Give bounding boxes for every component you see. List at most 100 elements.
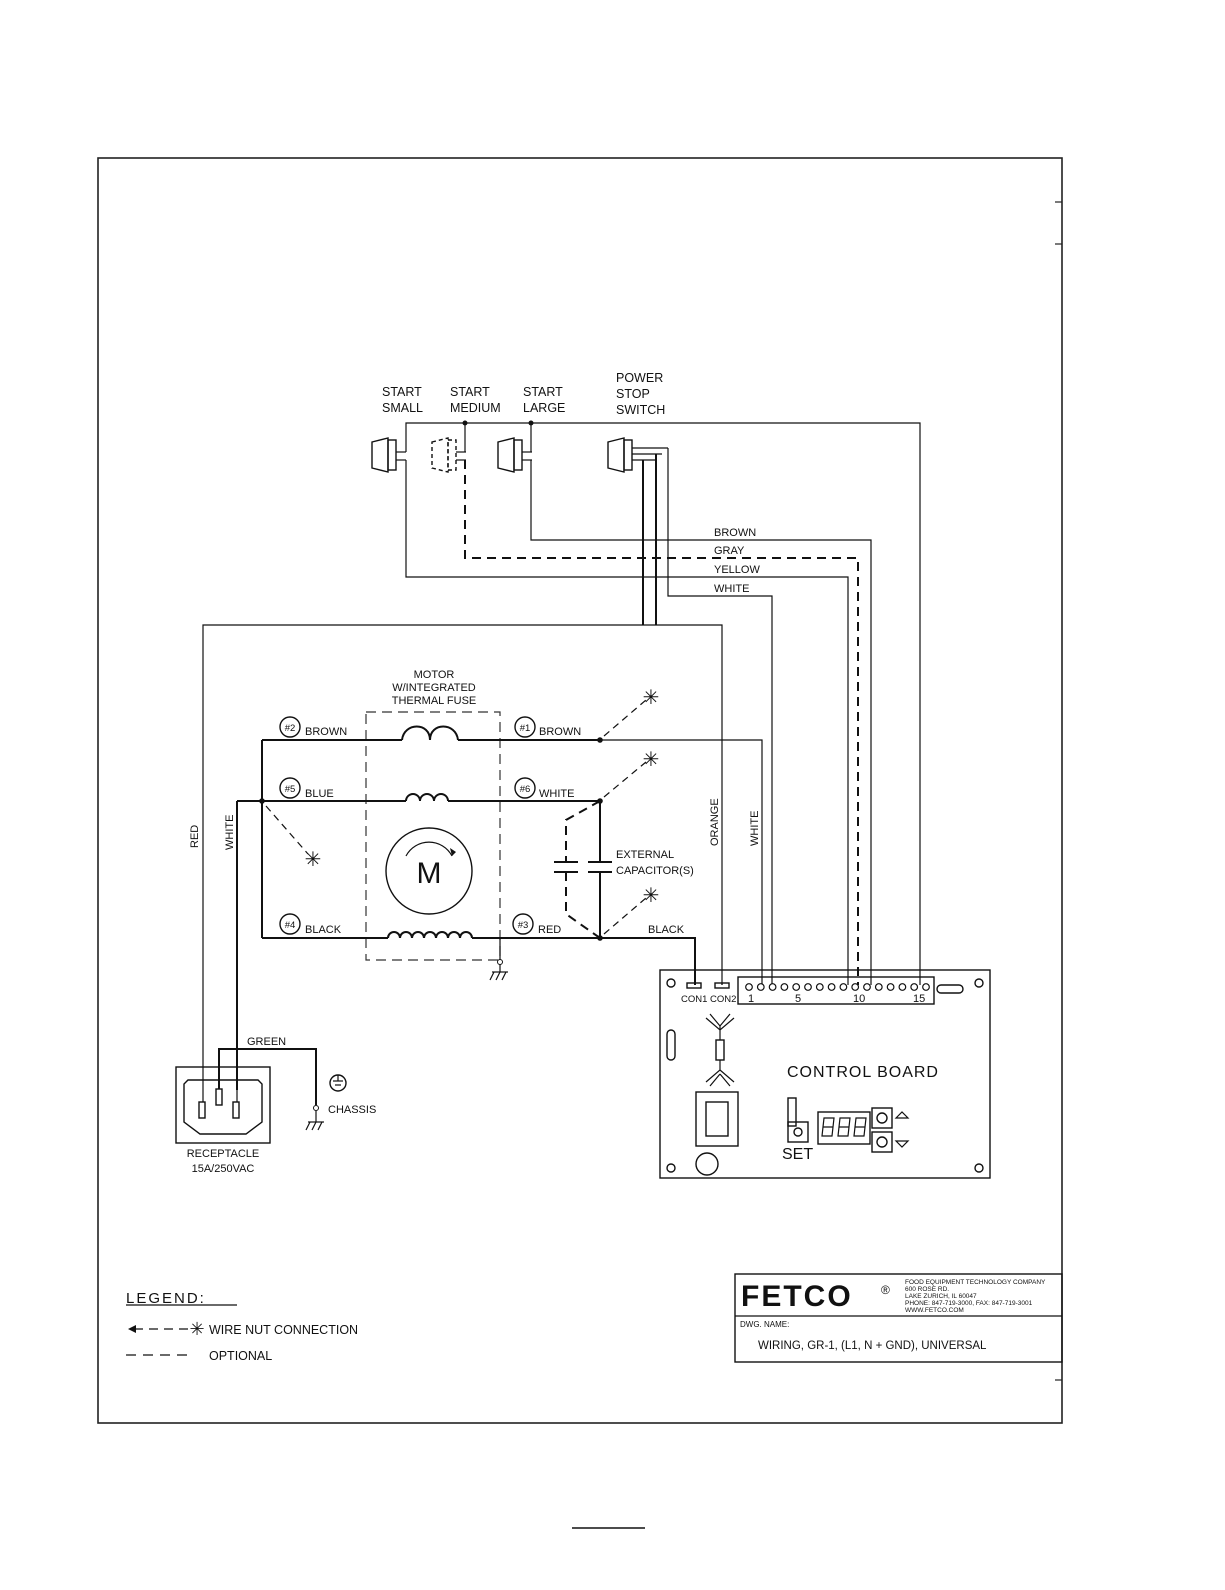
terminal-pin [910, 983, 919, 991]
pin-number-5: 5 [795, 993, 801, 1005]
company-line-3: LAKE ZURICH, IL 60047 [905, 1293, 977, 1300]
pin-number-15: 15 [913, 993, 925, 1005]
terminal-6-color: WHITE [539, 788, 574, 800]
orange-wire-label: ORANGE [709, 798, 721, 846]
terminal-5-num: #5 [285, 784, 296, 795]
start-small-label-2: SMALL [382, 401, 423, 415]
terminal-1-num: #1 [520, 723, 531, 734]
wire-nut-asterisk-icon: ✳ [603, 885, 660, 935]
dwg-name-label: DWG. NAME: [740, 1320, 789, 1329]
wire-label-brown: BROWN [714, 527, 756, 539]
receptacle-label-1: RECEPTACLE [187, 1148, 260, 1160]
terminal-pin [768, 983, 777, 991]
terminal-2-color: BROWN [305, 726, 347, 738]
coil-icon [387, 931, 473, 939]
con1-label: CON1 [681, 994, 707, 1005]
terminal-4-num: #4 [285, 920, 296, 931]
dwg-name-value: WIRING, GR-1, (L1, N + GND), UNIVERSAL [758, 1340, 987, 1352]
svg-text:✳: ✳ [643, 749, 660, 771]
terminal-pin [780, 983, 789, 991]
thermal-fuse-icon [401, 725, 459, 741]
terminal-pin [898, 983, 907, 991]
drawing-border [97, 157, 1063, 1424]
title-block: FETCO ® FOOD EQUIPMENT TECHNOLOGY COMPAN… [734, 1273, 1063, 1363]
arrow-up-icon [894, 1111, 910, 1119]
motor-title-1: MOTOR [414, 669, 455, 681]
ground-icon [489, 938, 508, 981]
chassis-label: CHASSIS [328, 1104, 376, 1116]
control-board-title: CONTROL BOARD [787, 1064, 939, 1081]
wire-nut-asterisk-icon: ✳ [265, 805, 322, 871]
terminal-1-color: BROWN [539, 726, 581, 738]
con2-label: CON2 [710, 994, 736, 1005]
white-wire-label-left: WHITE [224, 815, 236, 850]
power-stop-label-2: STOP [616, 387, 650, 401]
terminal-pins [745, 983, 930, 991]
start-small-label-1: START [382, 385, 422, 399]
capacitor-label-1: EXTERNAL [616, 849, 674, 861]
pin-number-1: 1 [748, 993, 754, 1005]
switch-labels: START SMALL START MEDIUM START LARGE POW… [382, 371, 665, 417]
wire-nut-asterisk-icon: ✳ [603, 687, 660, 737]
svg-text:✳: ✳ [643, 885, 660, 907]
svg-text:✳: ✳ [189, 1319, 204, 1339]
motor-blue-circuit [237, 793, 603, 938]
terminal-3-color: RED [538, 924, 561, 936]
terminal-2-num: #2 [285, 723, 296, 734]
power-stop-label-3: SWITCH [616, 403, 665, 417]
svg-text:✳: ✳ [643, 687, 660, 709]
terminal-5-color: BLUE [305, 788, 334, 800]
rocker-switch-icon [371, 437, 406, 473]
terminal-pin [874, 983, 883, 991]
receptacle-label-2: 15A/250VAC [192, 1163, 255, 1175]
capacitor-icon [554, 800, 612, 939]
terminal-pin [815, 983, 824, 991]
capacitor-label-2: CAPACITOR(S) [616, 865, 694, 877]
set-label: SET [782, 1146, 813, 1163]
wire-label-yellow: YELLOW [714, 564, 760, 576]
start-large-label-2: LARGE [523, 401, 565, 415]
pin-number-10: 10 [853, 993, 865, 1005]
motor-symbol: M [385, 827, 473, 915]
ground-icon [305, 1074, 347, 1131]
svg-text:✳: ✳ [305, 849, 322, 871]
wire-nut-asterisk-icon: ✳ [128, 1319, 205, 1339]
terminal-pin [863, 983, 871, 991]
legend-item-optional: OPTIONAL [209, 1349, 272, 1363]
power-loop [202, 624, 763, 1090]
legend: LEGEND: ✳ WIRE NUT CONNECTION OPTIONAL [126, 1290, 358, 1363]
arrow-down-icon [894, 1140, 910, 1148]
company-line-2: 600 ROSE RD. [905, 1286, 949, 1293]
green-wire-label: GREEN [247, 1036, 286, 1048]
company-line-5: WWW.FETCO.COM [905, 1307, 964, 1314]
terminal-pin [745, 983, 753, 991]
switch-wiring [405, 420, 921, 985]
wire-label-white: WHITE [714, 583, 749, 595]
terminal-4-color: BLACK [305, 924, 342, 936]
rocker-switch-icon [607, 437, 668, 473]
start-medium-label-2: MEDIUM [450, 401, 501, 415]
rocker-switch-icon [497, 437, 532, 473]
motor-outline [365, 711, 501, 961]
start-large-label-1: START [523, 385, 563, 399]
wire-label-gray: GRAY [714, 545, 745, 557]
receptacle [175, 1048, 317, 1144]
terminal-pin [886, 983, 895, 991]
display-digit-icon [821, 1117, 867, 1137]
motor-terminal-labels: #2 BROWN #1 BROWN #5 BLUE #6 WHITE #4 BL… [279, 716, 581, 936]
motor-title-2: W/INTEGRATED [392, 682, 476, 694]
legend-item-wire-nut: WIRE NUT CONNECTION [209, 1323, 358, 1337]
company-line-4: PHONE: 847-719-3000, FAX: 847-719-3001 [905, 1300, 1033, 1307]
motor-title: MOTOR W/INTEGRATED THERMAL FUSE [392, 669, 477, 707]
start-medium-label-1: START [450, 385, 490, 399]
power-stop-label-1: POWER [616, 371, 663, 385]
terminal-pin [792, 983, 801, 991]
motor-black-circuit [262, 931, 696, 985]
terminal-pin [839, 983, 848, 991]
red-wire-label: RED [189, 825, 201, 848]
black-wire-label: BLACK [648, 924, 685, 936]
wire-nut-asterisk-icon: ✳ [603, 749, 660, 798]
control-board [659, 969, 991, 1179]
fetco-logo: FETCO [741, 1280, 853, 1313]
